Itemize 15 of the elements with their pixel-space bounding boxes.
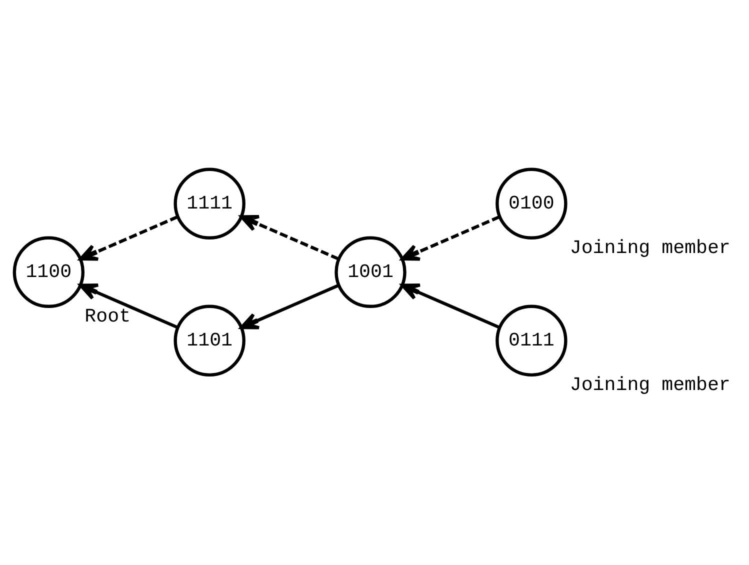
node-label: Joining member [570,374,730,396]
arrow [400,283,500,329]
node-circle: 0100 [496,168,568,240]
node-circle: 1101 [174,304,246,376]
node-label: Joining member [570,237,730,260]
arrow [240,284,340,330]
node-circle: 1001 [334,236,406,308]
arrow [240,214,340,260]
node-circle: 1100 [12,236,85,308]
arrow [400,215,500,261]
node-circle: 1111 [174,168,246,240]
arrow [78,215,178,261]
node-circle: 0111 [496,304,568,376]
arrow [78,283,178,329]
node-label: Root [84,306,131,328]
